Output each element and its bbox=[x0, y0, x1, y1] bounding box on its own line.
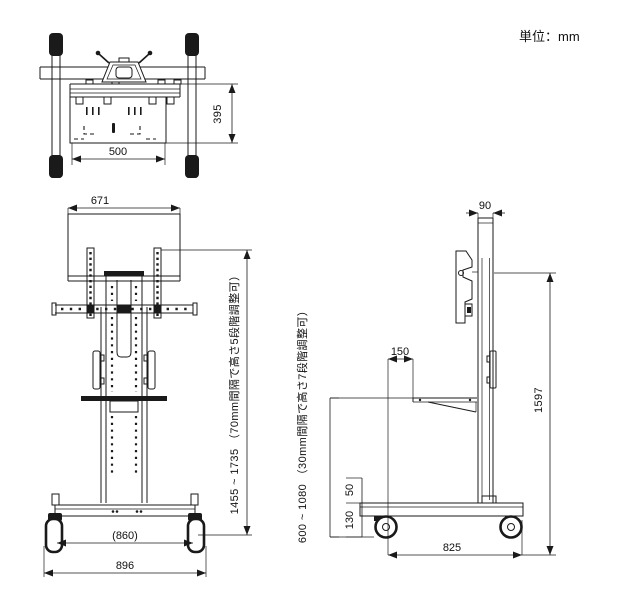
front-view: 671 1455 ~ 1735 （70mm間隔で高さ5段階調整可） (860) … bbox=[43, 195, 252, 577]
dim-front-base-width-label: 896 bbox=[116, 560, 134, 572]
dim-side-column-width: 90 bbox=[466, 200, 505, 218]
top-view-handle bbox=[95, 50, 153, 83]
side-caster-front bbox=[374, 515, 398, 539]
dim-side-base-details: 50 130 bbox=[344, 477, 363, 538]
top-view-legs bbox=[49, 33, 199, 178]
side-mount-bracket bbox=[455, 250, 478, 324]
front-mount-rails bbox=[86, 247, 162, 319]
dim-top-plate-width-label: 500 bbox=[109, 146, 127, 158]
side-column bbox=[477, 217, 494, 503]
side-view: 90 150 600 ~ 1080 （30mm間隔で高さ7段階調整可） 50 1… bbox=[295, 200, 556, 559]
top-view-mount-rail bbox=[69, 79, 182, 105]
front-column bbox=[100, 271, 148, 503]
caster-top-right bbox=[185, 33, 199, 56]
front-shelf-bracket bbox=[109, 400, 139, 413]
dim-side-caster-height-label: 130 bbox=[344, 511, 356, 529]
top-view: 395 500 bbox=[39, 33, 238, 178]
front-caster-right bbox=[186, 517, 206, 554]
dim-top-depth-label: 395 bbox=[212, 104, 224, 124]
dim-side-column-width-label: 90 bbox=[479, 200, 491, 212]
unit-label: 単位：mm bbox=[519, 29, 580, 44]
dim-front-height-range: 1455 ~ 1735 （70mm間隔で高さ5段階調整可） bbox=[161, 249, 252, 536]
dim-side-total-height: 1597 bbox=[494, 272, 556, 556]
side-shelf bbox=[412, 397, 477, 413]
dim-top-depth: 395 bbox=[166, 83, 238, 144]
dim-front-base-width: 896 bbox=[43, 546, 207, 577]
dim-side-base-top-label: 50 bbox=[344, 484, 356, 496]
dim-side-shelf-height-range: 600 ~ 1080 （30mm間隔で高さ7段階調整可） bbox=[295, 305, 413, 543]
dim-side-base-depth: 825 bbox=[388, 520, 523, 559]
dim-side-shelf-height-range-label: 600 ~ 1080 （30mm間隔で高さ7段階調整可） bbox=[295, 305, 309, 543]
side-caster-rear bbox=[499, 515, 523, 539]
dim-top-plate-width: 500 bbox=[71, 143, 166, 165]
front-shelf bbox=[81, 396, 167, 401]
front-panel-outline bbox=[67, 213, 181, 277]
caster-top-left bbox=[49, 33, 63, 56]
dim-front-base-inner-label: (860) bbox=[112, 530, 138, 542]
dim-front-base-inner: (860) bbox=[57, 530, 193, 547]
side-handle bbox=[486, 350, 497, 389]
caster-bottom-right bbox=[185, 155, 199, 178]
dim-side-base-depth-label: 825 bbox=[443, 542, 461, 554]
front-handles bbox=[92, 350, 156, 390]
dim-front-top-width-label: 671 bbox=[91, 195, 109, 207]
dim-front-top-width: 671 bbox=[67, 195, 181, 214]
dim-front-height-range-label: 1455 ~ 1735 （70mm間隔で高さ5段階調整可） bbox=[227, 270, 241, 515]
dim-side-total-height-label: 1597 bbox=[533, 387, 545, 413]
front-caster-left bbox=[44, 517, 64, 554]
caster-bottom-left bbox=[49, 155, 63, 178]
dim-side-shelf-depth-label: 150 bbox=[391, 346, 409, 358]
front-crossbar bbox=[51, 302, 198, 316]
side-base bbox=[359, 495, 524, 539]
dim-side-shelf-depth: 150 bbox=[387, 346, 414, 555]
